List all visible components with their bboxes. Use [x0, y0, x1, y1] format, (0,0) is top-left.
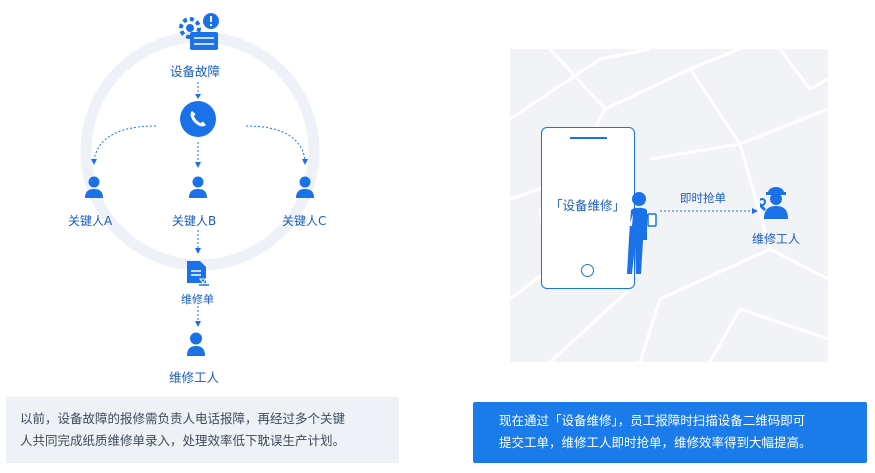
person-a-label: 关键人A: [68, 214, 113, 228]
grab-order-label: 即时抢单: [680, 191, 726, 205]
caption-line: 现在通过「设备维修」，员工报障时扫描设备二维码即可: [499, 413, 806, 428]
person-scanning-icon: [623, 190, 659, 276]
worker-helmet-wrench-icon: [758, 181, 794, 219]
caption-line: 提交工单，维修工人即时抢单，维修效率得到大幅提高。: [499, 435, 812, 450]
worker-label: 维修工人: [169, 370, 220, 385]
phone-call-icon: [180, 101, 216, 137]
phone-home-button: [581, 264, 594, 277]
caption-line: 人共同完成纸质维修单录入，处理效率低下耽误生产计划。: [20, 433, 346, 448]
form-label: 维修单: [181, 293, 214, 306]
right-worker-label: 维修工人: [752, 232, 801, 246]
person-c-label: 关键人C: [282, 214, 327, 228]
phone-app-label: 「设备维修」: [550, 198, 626, 213]
new-process-caption: 现在通过「设备维修」，员工报障时扫描设备二维码即可 提交工单，维修工人即时抢单，…: [473, 402, 867, 463]
phone-speaker: [570, 137, 607, 139]
caption-line: 以前，设备故障的报修需负责人电话报障，再经过多个关键: [20, 411, 346, 426]
flow-connectors: [91, 82, 308, 327]
person-icon: [186, 332, 206, 356]
person-icon: [295, 176, 315, 198]
person-b-label: 关键人B: [172, 214, 217, 228]
document-icon: [185, 259, 211, 287]
old-process-diagram: 设备故障 关键人A 关键人B 关键人C 维修单 维修工人: [0, 0, 420, 395]
person-icon: [188, 176, 208, 198]
phone-mockup: [541, 127, 635, 289]
fault-label: 设备故障: [170, 64, 221, 79]
grab-order-arrow: [660, 208, 758, 214]
person-icon: [84, 176, 104, 198]
server-alert-icon: [178, 12, 220, 52]
old-process-caption: 以前，设备故障的报修需负责人电话报障，再经过多个关键 人共同完成纸质维修单录入，…: [6, 397, 399, 463]
